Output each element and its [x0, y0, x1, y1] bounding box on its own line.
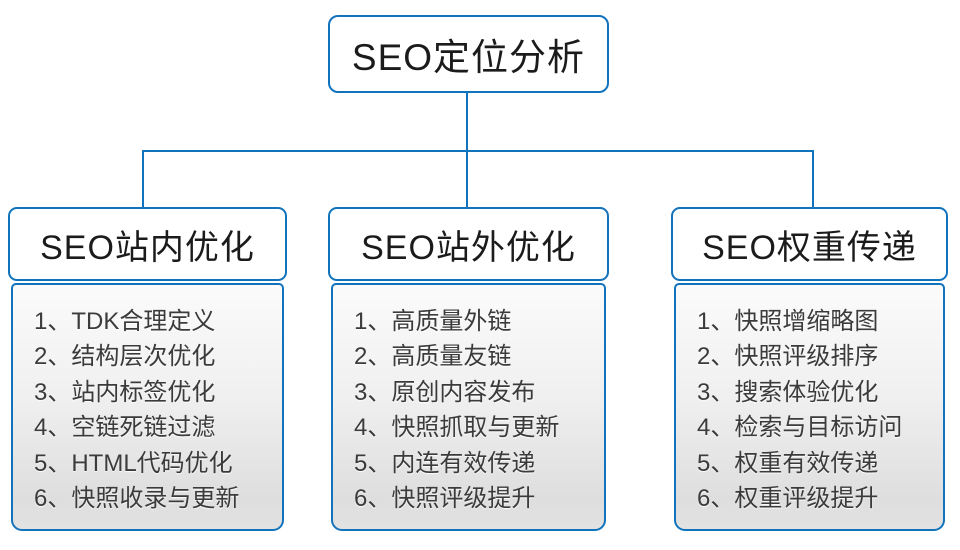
list-item: 4、快照抓取与更新: [354, 414, 560, 442]
branch-weight-transfer: SEO权重传递 1、快照增缩略图 2、快照评级排序 3、搜索体验优化 4、检索与…: [671, 207, 948, 531]
branch-onsite-optimization: SEO站内优化 1、TDK合理定义 2、结构层次优化 3、站内标签优化 4、空链…: [8, 207, 287, 531]
root-node-title: SEO定位分析: [351, 37, 586, 78]
connector-middle-vertical-line: [466, 151, 468, 207]
list-item: 6、快照评级提升: [354, 485, 536, 513]
branch-list-weight: 1、快照增缩略图 2、快照评级排序 3、搜索体验优化 4、检索与目标访问 5、权…: [674, 283, 945, 531]
list-item: 2、快照评级排序: [697, 343, 879, 371]
list-item: 6、快照收录与更新: [34, 485, 240, 513]
list-item: 2、高质量友链: [354, 343, 512, 371]
list-item: 1、高质量外链: [354, 308, 512, 335]
list-item: 3、搜索体验优化: [697, 378, 879, 406]
list-item: 1、快照增缩略图: [697, 308, 879, 335]
root-node-seo-positioning: SEO定位分析: [328, 15, 609, 93]
list-item: 1、TDK合理定义: [34, 308, 216, 335]
connector-right-vertical-line: [812, 151, 814, 207]
branch-list-onsite: 1、TDK合理定义 2、结构层次优化 3、站内标签优化 4、空链死链过滤 5、H…: [11, 283, 284, 531]
branch-header-onsite: SEO站内优化: [8, 207, 287, 281]
connector-horizontal-line: [142, 150, 814, 152]
list-item: 5、内连有效传递: [354, 449, 536, 477]
list-item: 3、站内标签优化: [34, 378, 216, 406]
branch-title: SEO站内优化: [40, 228, 255, 267]
branch-title: SEO权重传递: [702, 228, 917, 267]
connector-left-vertical-line: [142, 151, 144, 207]
list-item: 3、原创内容发布: [354, 378, 536, 406]
branch-list-offsite: 1、高质量外链 2、高质量友链 3、原创内容发布 4、快照抓取与更新 5、内连有…: [331, 283, 606, 531]
list-item: 6、权重评级提升: [697, 485, 879, 513]
branch-offsite-optimization: SEO站外优化 1、高质量外链 2、高质量友链 3、原创内容发布 4、快照抓取与…: [328, 207, 609, 531]
branch-title: SEO站外优化: [361, 228, 576, 267]
list-item: 4、检索与目标访问: [697, 414, 903, 442]
list-item: 5、权重有效传递: [697, 449, 879, 477]
list-item: 5、HTML代码优化: [34, 449, 233, 477]
list-item: 2、结构层次优化: [34, 343, 216, 371]
list-item: 4、空链死链过滤: [34, 414, 216, 442]
branch-header-offsite: SEO站外优化: [328, 207, 609, 281]
connector-root-vertical-line: [466, 93, 468, 151]
branch-header-weight: SEO权重传递: [671, 207, 948, 281]
